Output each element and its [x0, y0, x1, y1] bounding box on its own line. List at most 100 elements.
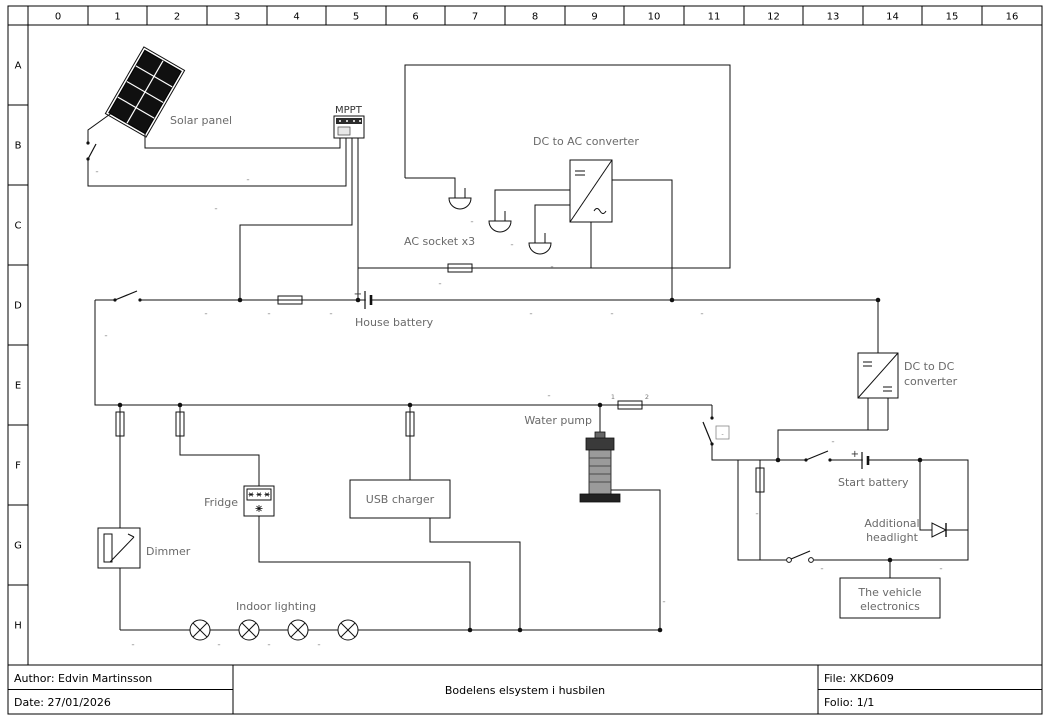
house-battery-label: House battery [355, 316, 434, 329]
wire-pump-switch-bottom [711, 444, 738, 461]
svg-text:-: - [438, 279, 441, 289]
main-fuse-icon [277, 295, 303, 305]
lamp-icons [189, 619, 359, 641]
headlight-icon [931, 522, 948, 538]
usb-charger-label: USB charger [366, 493, 435, 506]
pump-switch-tag-box [715, 425, 730, 440]
start-battery-polarity: + [851, 449, 859, 460]
svg-text:-: - [939, 564, 942, 574]
svg-text:-: - [550, 262, 553, 272]
wire-socket1-feed [405, 177, 456, 188]
svg-text:G: G [14, 541, 22, 552]
wire-dcdc-to-loop [777, 429, 888, 460]
svg-text:12: 12 [767, 12, 780, 23]
svg-text:-: - [317, 640, 320, 650]
lamp-icon-4 [337, 619, 359, 641]
pump-fuse-terminal-2: 2 [645, 393, 649, 401]
svg-text:-: - [329, 309, 332, 319]
wire-distribution-bus [94, 300, 712, 406]
svg-text:14: 14 [886, 12, 899, 23]
wire-socket3-feed [534, 204, 570, 233]
svg-text:-: - [610, 309, 613, 319]
ac-socket-1-icon [448, 188, 472, 210]
svg-text:8: 8 [532, 12, 538, 23]
water-pump-label: Water pump [524, 414, 592, 427]
dc-ac-converter-label: DC to AC converter [533, 135, 639, 148]
svg-text:-: - [214, 204, 217, 214]
svg-text:H: H [14, 621, 22, 632]
fridge-icon [243, 485, 275, 517]
svg-text:-: - [529, 309, 532, 319]
indoor-lighting-label: Indoor lighting [236, 600, 316, 613]
grid-column-labels: 0 1 2 3 4 5 6 7 8 9 10 11 12 13 14 15 16 [55, 12, 1019, 23]
lamp-icon-1 [189, 619, 211, 641]
wire-solar-pos-to-mppt [144, 134, 341, 149]
wire-fridge-feed [179, 405, 260, 486]
svg-text:11: 11 [708, 12, 721, 23]
title-block-folio: Folio: 1/1 [824, 696, 874, 709]
svg-text:-: - [217, 640, 220, 650]
wire-headlight [919, 460, 968, 531]
wire-start-loop [737, 459, 969, 561]
mppt-label: MPPT [335, 105, 363, 116]
svg-text:1: 1 [114, 12, 120, 23]
dc-dc-converter-label-1: DC to DC [904, 360, 955, 373]
main-switch-icon [113, 290, 142, 306]
junction-dots [117, 297, 923, 633]
svg-text:-: - [104, 331, 107, 341]
svg-text:-: - [755, 509, 758, 519]
vehicle-electronics-label-2: electronics [860, 600, 920, 613]
svg-text:0: 0 [55, 12, 61, 23]
lamp-icon-3 [287, 619, 309, 641]
wire-solar-to-switch [87, 111, 114, 143]
wire-switch-to-mppt [87, 143, 347, 187]
mppt-controller-icon [333, 115, 365, 143]
dimmer-fuse-icon [115, 411, 125, 437]
pump-switch-icon: - [702, 416, 730, 446]
wire-converter-right [612, 179, 673, 300]
start-battery-icon [861, 450, 870, 470]
svg-text:-: - [95, 167, 98, 177]
solar-panel-icon [104, 46, 186, 138]
solar-panel-label: Solar panel [170, 114, 232, 127]
dimmer-label: Dimmer [146, 545, 191, 558]
svg-text:-: - [820, 564, 823, 574]
title-block: Author: Edvin Martinsson Date: 27/01/202… [8, 665, 1042, 714]
title-block-author: Author: Edvin Martinsson [14, 672, 152, 685]
start-battery-label: Start battery [838, 476, 909, 489]
svg-text:-: - [831, 437, 834, 447]
ac-socket-3-icon [528, 233, 552, 255]
dc-dc-converter-label-2: converter [904, 375, 958, 388]
headlight-label-2: headlight [866, 531, 919, 544]
fridge-label: Fridge [204, 496, 238, 509]
grid-row-labels: A B C D E F G H [14, 61, 22, 632]
svg-text:3: 3 [234, 12, 240, 23]
headlight-switch-icon [786, 550, 814, 566]
svg-text:-: - [267, 309, 270, 319]
converter-fuse-icon [447, 263, 473, 273]
grid-row-ticks [8, 104, 28, 586]
house-battery-icon [364, 290, 373, 310]
title-block-date: Date: 27/01/2026 [14, 696, 111, 709]
svg-text:-: - [267, 640, 270, 650]
svg-text:2: 2 [174, 12, 180, 23]
svg-text:13: 13 [827, 12, 840, 23]
svg-text:-: - [246, 175, 249, 185]
svg-text:F: F [15, 461, 21, 472]
svg-text:-: - [204, 309, 207, 319]
ac-socket-label: AC socket x3 [404, 235, 475, 248]
headlight-label-1: Additional [864, 517, 919, 530]
dimmer-icon [97, 527, 141, 569]
svg-text:A: A [15, 61, 22, 72]
title-block-file: File: XKD609 [824, 672, 894, 685]
pump-fuse-icon [617, 400, 643, 410]
svg-text:-: - [662, 597, 665, 607]
wire-socket2-feed [494, 189, 570, 211]
svg-text:5: 5 [353, 12, 359, 23]
dc-dc-converter-icon [857, 352, 899, 399]
pump-fuse-terminal-1: 1 [611, 393, 615, 401]
fuse-icons [115, 263, 765, 493]
house-battery-polarity: + [354, 289, 362, 300]
title-block-title: Bodelens elsystem i husbilen [445, 684, 605, 697]
